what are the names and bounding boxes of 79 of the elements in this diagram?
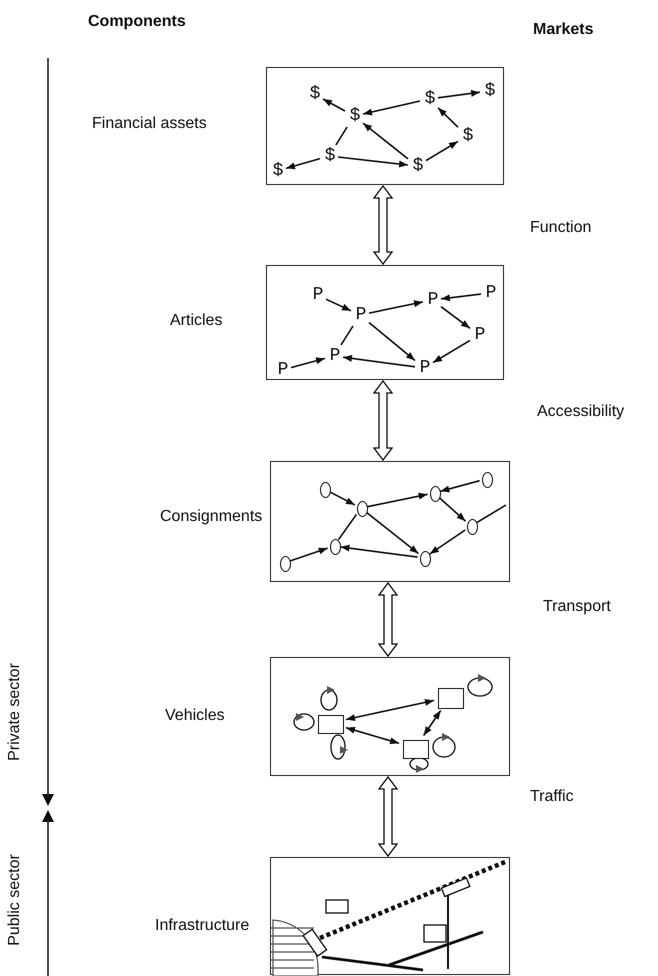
arrow: [338, 156, 408, 168]
network-node-symbol: $: [412, 157, 424, 175]
double-arrow: [378, 582, 398, 658]
arrow: [346, 698, 434, 722]
double-arrow: [372, 380, 394, 462]
arrow: [362, 100, 420, 116]
arrow: [290, 547, 328, 562]
column-heading: Markets: [533, 21, 594, 39]
arrow: [440, 480, 480, 493]
arrow: [342, 354, 416, 368]
arrow: [322, 98, 346, 112]
connector-line: [335, 126, 348, 146]
connector-line: [476, 504, 506, 524]
ellipse-node: [320, 482, 330, 498]
arrow: [362, 122, 408, 160]
market-label: Transport: [543, 598, 611, 616]
arrow: [290, 356, 326, 368]
component-label: Consignments: [160, 508, 262, 526]
network-node-symbol: P: [312, 286, 324, 304]
ellipse-node: [356, 501, 368, 517]
column-heading: Components: [88, 13, 186, 31]
market-label: Function: [530, 219, 592, 237]
ellipse-node: [330, 539, 340, 555]
component-label: Vehicles: [165, 707, 225, 725]
network-node-symbol: P: [474, 326, 486, 344]
network-node-symbol: $: [462, 127, 474, 145]
network-node-symbol: P: [355, 306, 367, 324]
arrow: [440, 306, 470, 329]
diagram-box: [266, 265, 504, 380]
arrow: [286, 158, 320, 170]
diagram-box: [266, 67, 504, 185]
network-node-symbol: $: [309, 85, 321, 103]
ellipse-node: [280, 556, 290, 572]
vehicle-box: [318, 714, 344, 734]
sector-label: Public sector: [6, 854, 24, 946]
arrow: [438, 90, 480, 99]
connector-line: [340, 326, 354, 346]
network-node-symbol: $: [349, 107, 361, 125]
ellipse-node: [466, 519, 478, 535]
network-node-symbol: P: [427, 291, 439, 309]
arrow: [346, 726, 400, 745]
connector-line: [338, 514, 358, 540]
vehicle-box: [438, 688, 464, 708]
arrow: [340, 544, 418, 558]
network-node-symbol: $: [324, 147, 336, 165]
network-node-symbol: $: [484, 82, 496, 100]
double-arrow: [378, 776, 398, 858]
arrow: [437, 107, 459, 128]
diagram-box: [270, 657, 510, 776]
market-label: Traffic: [530, 788, 574, 806]
network-node-symbol: P: [485, 284, 497, 302]
network-node-symbol: $: [424, 90, 436, 108]
arrow: [426, 140, 458, 162]
ellipse-node: [482, 472, 492, 488]
sector-label: Private sector: [6, 663, 24, 761]
double-arrow: [372, 184, 394, 266]
network-node-symbol: P: [419, 359, 431, 377]
component-label: Articles: [170, 312, 222, 330]
arrow: [367, 492, 428, 508]
arrow: [368, 322, 416, 362]
arrow: [440, 293, 482, 302]
arrow: [326, 298, 352, 312]
ellipse-node: [430, 486, 440, 502]
diagram-box: [270, 461, 510, 582]
network-node-symbol: $: [272, 162, 284, 180]
arrow: [422, 710, 442, 736]
arrow: [330, 491, 356, 506]
market-label: Accessibility: [537, 403, 624, 421]
vehicle-box: [403, 740, 429, 758]
arrow: [438, 497, 466, 522]
arrow: [368, 300, 424, 314]
arrow: [366, 512, 419, 554]
arrow: [432, 340, 470, 364]
ellipse-node: [420, 551, 430, 567]
arrow: [429, 529, 466, 555]
network-node-symbol: P: [277, 361, 289, 379]
network-node-symbol: P: [329, 347, 341, 365]
component-label: Infrastructure: [155, 917, 250, 935]
component-label: Financial assets: [92, 115, 207, 133]
